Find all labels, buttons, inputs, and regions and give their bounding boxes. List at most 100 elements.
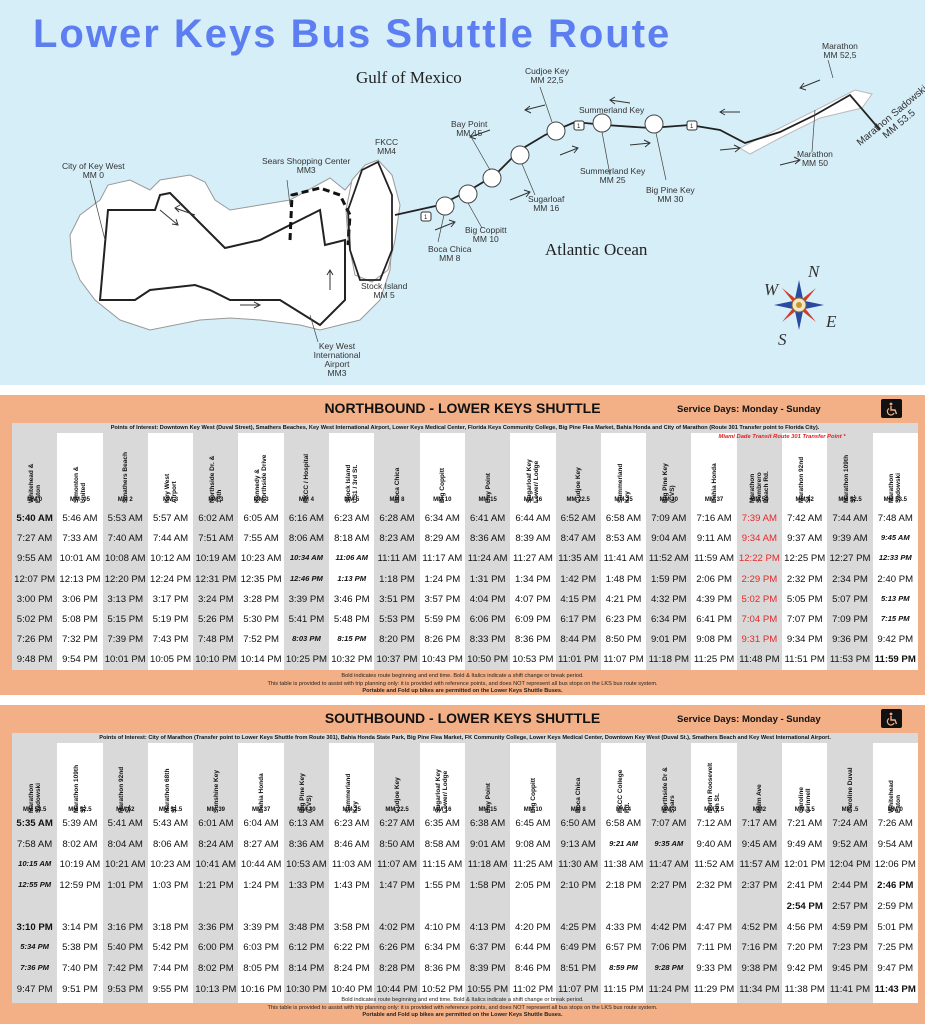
stop-name-text: Sugarloaf Key Lower/ Lodge — [435, 769, 450, 813]
departure-time: 8:06 AM — [288, 533, 325, 545]
departure-time: 8:26 PM — [424, 634, 461, 646]
departure-time: 3:57 PM — [424, 593, 461, 605]
departure-time: 4:15 PM — [560, 593, 597, 605]
departure-time: 9:34 AM — [741, 533, 777, 545]
departure-time: 5:01 PM — [877, 921, 914, 933]
departure-time: 1:01 PM — [107, 880, 144, 892]
footnote: Bold indicates route beginning and end t… — [341, 997, 584, 1003]
stop-name: Bay Point — [476, 761, 500, 813]
departure-time: 3:46 PM — [333, 593, 370, 605]
departure-time: 8:58 AM — [424, 838, 460, 850]
departure-time: 11:59 PM — [874, 654, 916, 666]
departure-time: 9:08 AM — [515, 838, 551, 850]
stop-name: Northside Dr & Sears — [657, 761, 681, 813]
departure-time: 2:32 PM — [786, 573, 823, 585]
stop-name: Big Pine Key (CVS) — [294, 761, 318, 813]
departure-time: 7:48 PM — [197, 634, 234, 646]
mile-marker: MM 16 — [523, 497, 543, 503]
departure-time: 6:50 AM — [560, 818, 596, 829]
departure-time: 6:58 AM — [605, 818, 642, 829]
mile-marker: MM 4 — [616, 807, 631, 813]
departure-time: 2:40 PM — [877, 573, 914, 585]
departure-time: 6:44 AM — [515, 513, 551, 524]
mile-marker: MM .5 — [841, 807, 859, 813]
departure-time: 7:07 AM — [651, 818, 687, 829]
departure-time: 1:24 PM — [243, 880, 279, 892]
departure-time: 8:50 AM — [379, 838, 415, 850]
compass-rose-drawing — [774, 280, 824, 330]
stop-name-text: Summerland Key — [344, 773, 359, 813]
departure-time: 6:58 AM — [605, 513, 642, 524]
departure-time: 7:06 PM — [650, 942, 687, 954]
stop-name: Big Pine Key (CVS) — [657, 451, 681, 503]
departure-time: 9:42 PM — [877, 634, 914, 646]
departure-time: 6:49 PM — [560, 942, 597, 954]
departure-time: 10:50 PM — [467, 654, 509, 666]
departure-time: 3:06 PM — [62, 593, 98, 605]
mile-marker: MM 10 — [433, 497, 452, 503]
stop-name-text: Sugarloaf Key Lower/ Lodge — [525, 459, 540, 503]
stop-name: Caroline Duval — [838, 761, 862, 813]
departure-time: 7:27 AM — [17, 533, 53, 545]
stop-header: FKCC College Rd.MM 4 — [601, 751, 646, 813]
stop-name: Marathon 68th St. — [159, 761, 183, 813]
departure-time: 7:17 AM — [741, 818, 777, 829]
departure-time: 9:21 AM — [609, 838, 638, 848]
stop-name: Smathers Beach — [113, 451, 137, 503]
departure-time: 7:51 AM — [198, 533, 234, 545]
stop-name: Big Coppitt — [430, 451, 454, 503]
departure-time: 7:09 AM — [651, 513, 687, 524]
departure-time: 10:19 AM — [195, 553, 237, 565]
departure-time: 6:16 AM — [288, 513, 325, 524]
departure-time: 11:27 AM — [513, 553, 553, 565]
departure-time: 6:13 AM — [288, 818, 325, 829]
departure-time: 7:39 PM — [107, 634, 144, 646]
departure-time: 9:51 PM — [62, 983, 98, 995]
departure-time: 8:29 AM — [424, 533, 460, 545]
departure-time: 11:41 AM — [603, 553, 644, 565]
departure-time: 6:34 AM — [424, 513, 460, 524]
stop-name: Cudjoe Key — [385, 761, 409, 813]
mile-marker: MM 52 — [795, 497, 814, 503]
route-map: 1 1 1 — [0, 0, 925, 385]
stop-name: Northside Dr. & 14th — [204, 451, 228, 503]
departure-time: 8:23 AM — [379, 533, 415, 545]
stop-header: Marathon 109th St.MM 52.5 — [57, 751, 102, 813]
stop-header: Big Pine Key (CVS)MM 30 — [646, 441, 691, 503]
departure-time: 12:20 PM — [104, 573, 146, 585]
departure-time: 9:53 PM — [107, 983, 144, 995]
departure-time: 11:53 PM — [829, 654, 871, 666]
departure-time: 11:57 AM — [739, 859, 780, 871]
departure-time: 1:47 PM — [379, 880, 415, 892]
departure-time: 5:38 PM — [62, 942, 98, 954]
departure-time: 9:54 PM — [62, 654, 98, 666]
departure-time: 3:28 PM — [243, 593, 279, 605]
footnote: Portable and Fold up bikes are permitted… — [362, 688, 563, 694]
northbound-timetable: NORTHBOUND - LOWER KEYS SHUTTLE Service … — [0, 395, 925, 695]
departure-time: 9:48 PM — [16, 654, 53, 666]
stop-name-text: Marathon 92nd St. — [797, 456, 812, 503]
departure-time: 9:13 AM — [560, 838, 596, 850]
mile-marker: MM 10 — [523, 807, 543, 813]
mile-marker: MM 53.5 — [883, 497, 907, 503]
departure-time: 1:59 PM — [650, 573, 687, 585]
departure-time: 8:36 AM — [288, 838, 325, 850]
stop-name-text: Whitehead Eaton — [888, 780, 903, 813]
departure-time: 12:01 PM — [784, 859, 826, 871]
departure-time: 8:46 AM — [334, 838, 370, 850]
